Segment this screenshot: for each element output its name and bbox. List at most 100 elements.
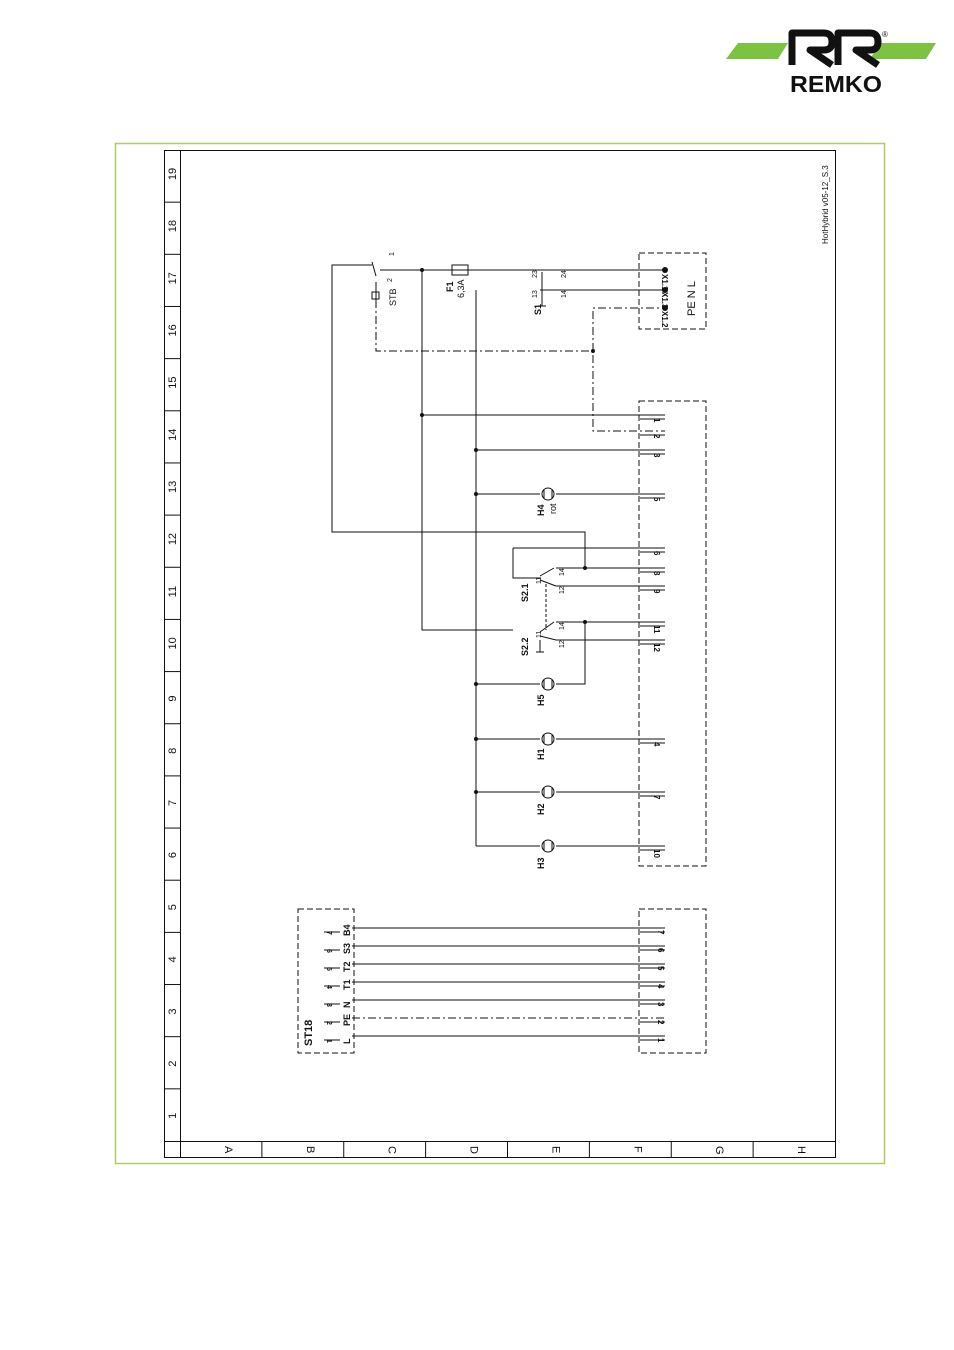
s2-1-label: S2.1 [520,583,530,602]
grid-column-16: 16 [167,324,179,336]
mains-terminal-x1-3: X1.3 [660,292,669,309]
logo-rr-mark [788,29,882,68]
st18-signal-t1: T1 [342,979,352,990]
grid-column-6: 6 [167,852,179,858]
grid-column-5: 5 [167,904,179,910]
h5-label: H5 [536,694,546,706]
st18-pin-5: 5 [325,967,332,971]
drawing-border [164,150,836,1158]
grid-row-H: H [795,1146,807,1154]
grid-column-13: 13 [167,481,179,493]
terminal-boxes [297,252,707,1054]
st18-box [297,908,355,1054]
grid-column-4: 4 [167,956,179,962]
s2-2-switch [536,621,557,653]
grid-row-D: D [468,1146,480,1154]
grid-column-18: 18 [167,220,179,232]
main-terminal-6: 6 [652,551,661,556]
lamp-h5-symbol [541,677,555,691]
main-terminal-10: 10 [652,849,661,858]
wires [331,264,665,1037]
grid-column-1: 1 [167,1113,179,1119]
st18-pin-1: 1 [325,1039,332,1043]
grid-column-15: 15 [167,376,179,388]
grid-column-19: 19 [167,168,179,180]
grid-column-12: 12 [167,533,179,545]
h4-note: rot [548,503,558,514]
h4-label: H4 [536,504,546,516]
symbols [371,261,558,853]
main-terminal-11: 11 [652,625,661,634]
s1-pin-24: 24 [561,270,568,278]
st18-pin-2: 2 [325,1021,332,1025]
main-terminal-8: 8 [652,571,661,576]
lamp-h3-symbol [541,839,555,853]
grid-column-17: 17 [167,272,179,284]
grid-row-B: B [304,1146,316,1153]
st18-signal-b4: B4 [342,924,352,936]
logo-wordmark: REMKO [790,71,882,97]
main-terminal-1: 1 [652,418,661,423]
st18-pin-6: 6 [325,949,332,953]
stb-pin1: 1 [389,252,396,256]
s2-1-pin-14: 14 [559,568,566,576]
grid-column-8: 8 [167,748,179,754]
junction-dots [420,267,668,794]
logo-registered-mark: ® [882,30,888,39]
logo-stripe-left [726,43,788,59]
grid-column-10: 10 [167,637,179,649]
h3-label: H3 [536,857,546,869]
mains-terminal-x1-2: X1.2 [660,311,669,328]
pe-wires [352,300,665,1019]
s2-2-label: S2.2 [520,637,530,656]
grid-column-3: 3 [167,1008,179,1014]
s1-pin-13: 13 [532,290,539,298]
st18-pin-3: 3 [325,1003,332,1007]
main-terminal-4: 4 [652,742,661,747]
logo-stripe-right [870,43,936,59]
grid-row-C: C [386,1146,398,1154]
lamp-h1-symbol [541,732,555,746]
s1-pin-23: 23 [532,270,539,278]
grid-row-G: G [713,1146,725,1155]
s1-switch [538,269,558,307]
s2-1-switch [539,567,557,587]
stb-pin2: 2 [387,278,394,282]
s2-1-pin-12: 12 [559,586,566,594]
labels: HotHybrid v05-12_S.3 STB 1 2 F1 6,3A S1 … [303,165,830,1046]
main-terminal-9: 9 [652,589,661,594]
stb-switch [371,261,390,300]
s2-2-pin-14: 14 [559,622,566,630]
mains-legend: PE N L [686,281,698,316]
s2-2-pin-12: 12 [559,640,566,648]
fuse-f1-symbol [451,264,469,276]
st18-signal-t2: T2 [342,961,352,972]
s1-pin-14: 14 [561,290,568,298]
s2-1-pin-11: 11 [536,577,543,584]
h1-label: H1 [536,748,546,760]
grid-column-14: 14 [167,429,179,441]
main-terminal-7: 7 [652,795,661,800]
grid-column-2: 2 [167,1061,179,1067]
lamp-h4-symbol [541,487,555,501]
grid-row-E: E [549,1146,561,1153]
remko-logo: ® REMKO [726,29,936,97]
page-frame [114,142,886,1165]
grid-column-11: 11 [167,586,179,597]
st18-signal-l: L [342,1038,352,1044]
grid-row-F: F [631,1146,643,1153]
st18-pin-7: 7 [325,931,332,935]
main-terminal-3: 3 [652,453,661,458]
drawing-reference: HotHybrid v05-12_S.3 [821,165,830,244]
st18-signal-n: N [342,1002,352,1009]
main-terminal-12: 12 [652,643,661,652]
st18-pin-4: 4 [325,985,332,989]
st18-label: ST18 [303,1020,315,1046]
main-terminal-5: 5 [652,497,661,502]
st18-signal-s3: S3 [342,943,352,954]
